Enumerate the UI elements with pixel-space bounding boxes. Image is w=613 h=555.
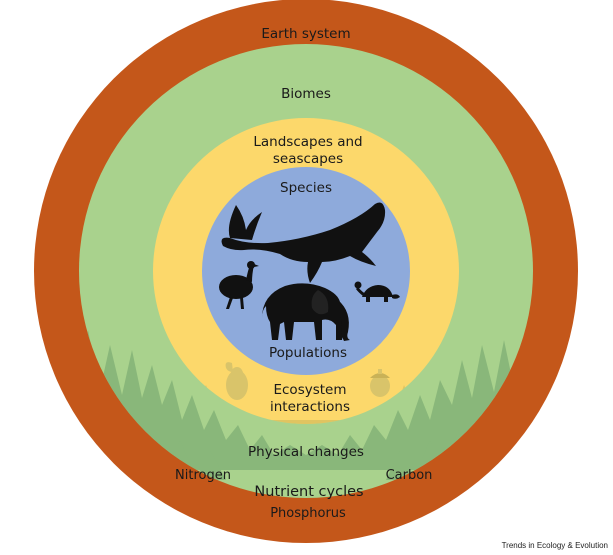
cassowary-icon	[219, 261, 259, 309]
seed-icon	[370, 369, 390, 397]
species-label: Species	[280, 180, 332, 196]
ecosystem-label-line2: interactions	[270, 399, 350, 415]
carbon-label: Carbon	[386, 468, 433, 483]
populations-label: Populations	[269, 345, 347, 361]
nitrogen-label: Nitrogen	[175, 468, 231, 483]
physical-changes-label: Physical changes	[248, 444, 364, 460]
landscapes-label-line1: Landscapes and	[253, 134, 362, 150]
landscapes-label-line2: seascapes	[273, 151, 343, 167]
biomes-label: Biomes	[281, 86, 331, 102]
publication-credit: Trends in Ecology & Evolution	[502, 541, 608, 550]
whale-icon	[221, 202, 386, 283]
elephant-icon	[262, 283, 350, 341]
forest-silhouette	[79, 330, 533, 480]
species-circle	[202, 167, 410, 375]
nutrient-cycles-label: Nutrient cycles	[254, 484, 363, 500]
phosphorus-label: Phosphorus	[270, 506, 346, 521]
fruit-icon	[225, 362, 248, 400]
tortoise-icon	[354, 281, 400, 302]
ecosystem-label-line1: Ecosystem	[273, 382, 346, 398]
earth-system-label: Earth system	[261, 26, 350, 42]
